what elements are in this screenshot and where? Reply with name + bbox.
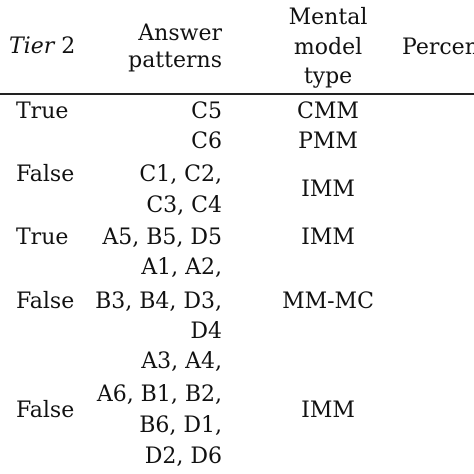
row-1-pattern: C5	[191, 99, 222, 124]
row-5-pattern-line3: D4	[190, 319, 222, 344]
row-2-pattern: C6	[191, 129, 222, 154]
row-1-tier: True	[16, 99, 69, 124]
row-6-pattern-line2: A6, B1, B2,	[96, 382, 222, 407]
row-5-tier: False	[16, 289, 75, 314]
row-6-pattern-line3: B6, D1,	[139, 413, 222, 438]
row-4-tier: True	[16, 225, 69, 250]
row-4-pattern: A5, B5, D5	[102, 225, 222, 250]
row-1-type: CMM	[297, 99, 359, 124]
header-mental-line3: type	[303, 64, 353, 89]
row-6-tier: False	[16, 398, 75, 423]
header-tier: Tier 2	[9, 34, 76, 59]
header-answer-line1: Answer	[138, 21, 222, 46]
row-4-type: IMM	[301, 225, 355, 250]
row-3-pattern-line1: C1, C2,	[139, 162, 222, 187]
row-5-pattern-line2: B3, B4, D3,	[95, 289, 222, 314]
header-mental-line2: model	[293, 35, 363, 60]
row-5-type: MM-MC	[282, 289, 374, 314]
row-6-type: IMM	[301, 398, 355, 423]
row-3-type: IMM	[301, 177, 355, 202]
header-mental-line1: Mental	[288, 5, 368, 30]
row-6-pattern-line4: D2, D6	[144, 444, 222, 469]
row-2-type: PMM	[298, 129, 358, 154]
row-3-tier: False	[16, 162, 75, 187]
header-percent: Percen	[402, 35, 474, 60]
row-6-pattern-line1: A3, A4,	[141, 349, 222, 374]
header-answer-line2: patterns	[128, 48, 222, 73]
header-rule	[0, 93, 474, 95]
row-5-pattern-line1: A1, A2,	[141, 255, 222, 280]
row-3-pattern-line2: C3, C4	[146, 193, 222, 218]
